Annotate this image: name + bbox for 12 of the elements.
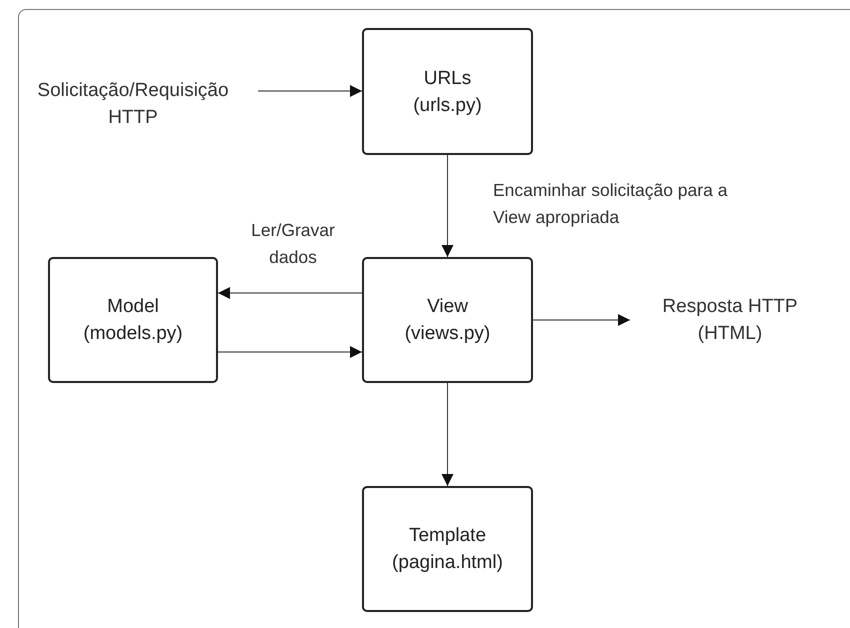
text-label: Resposta HTTP (HTML) <box>630 290 830 350</box>
process-box: Template (pagina.html) <box>362 486 533 612</box>
process-box: Model (models.py) <box>48 257 218 383</box>
arrow <box>218 287 362 299</box>
arrow <box>218 346 362 358</box>
arrow <box>258 85 362 97</box>
process-box: View (views.py) <box>362 257 533 383</box>
arrow <box>532 314 630 326</box>
arrow <box>442 382 454 486</box>
text-label: Solicitação/Requisição HTTP <box>8 74 258 134</box>
arrow <box>442 154 454 258</box>
process-box: URLs (urls.py) <box>362 28 533 155</box>
